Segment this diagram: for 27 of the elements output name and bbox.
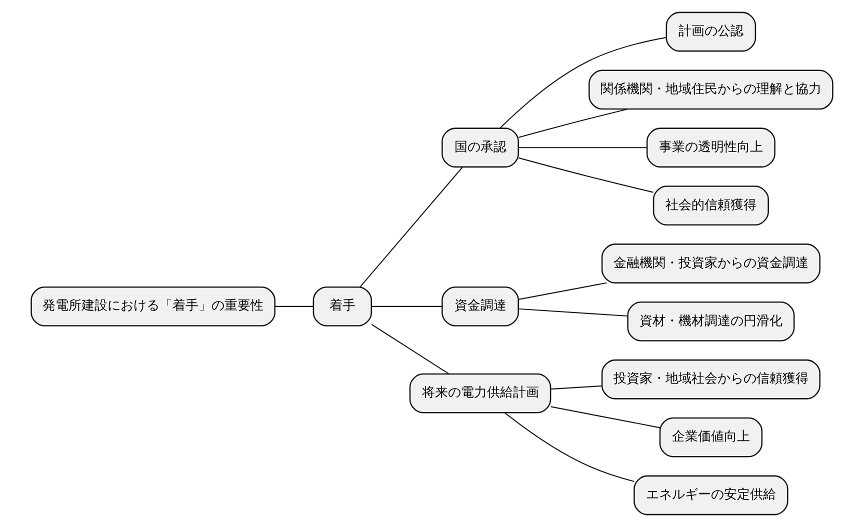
node-box: 国の承認 bbox=[442, 128, 519, 168]
node-box: 計画の公認 bbox=[666, 12, 756, 52]
node-box: 発電所建設における「着手」の重要性 bbox=[30, 286, 276, 326]
connector bbox=[518, 308, 628, 317]
connector bbox=[518, 157, 654, 193]
connector bbox=[275, 306, 314, 307]
connector bbox=[550, 385, 602, 390]
connector bbox=[518, 147, 647, 148]
node-box: 投資家・地域社会からの信頼獲得 bbox=[601, 359, 820, 400]
connector bbox=[518, 282, 607, 300]
node-box: 関係機関・地域住民からの理解と協力 bbox=[588, 70, 834, 110]
connector bbox=[500, 36, 666, 128]
connector bbox=[504, 412, 634, 482]
connector bbox=[550, 406, 660, 428]
connector bbox=[372, 306, 442, 307]
node-box: 事業の透明性向上 bbox=[646, 128, 776, 168]
node-box: 企業価値向上 bbox=[659, 417, 763, 458]
node-box: 将来の電力供給計画 bbox=[409, 373, 552, 414]
node-box: 社会的信頼獲得 bbox=[652, 186, 769, 226]
connector bbox=[371, 324, 450, 374]
node-box: 資金調達 bbox=[442, 286, 519, 326]
node-box: 着手 bbox=[312, 286, 372, 326]
node-box: 金融機関・投資家からの資金調達 bbox=[601, 244, 820, 284]
connector bbox=[360, 166, 463, 288]
node-box: 資材・機材調達の円滑化 bbox=[627, 301, 795, 342]
connector bbox=[518, 108, 628, 138]
node-box: エネルギーの安定供給 bbox=[634, 475, 788, 516]
